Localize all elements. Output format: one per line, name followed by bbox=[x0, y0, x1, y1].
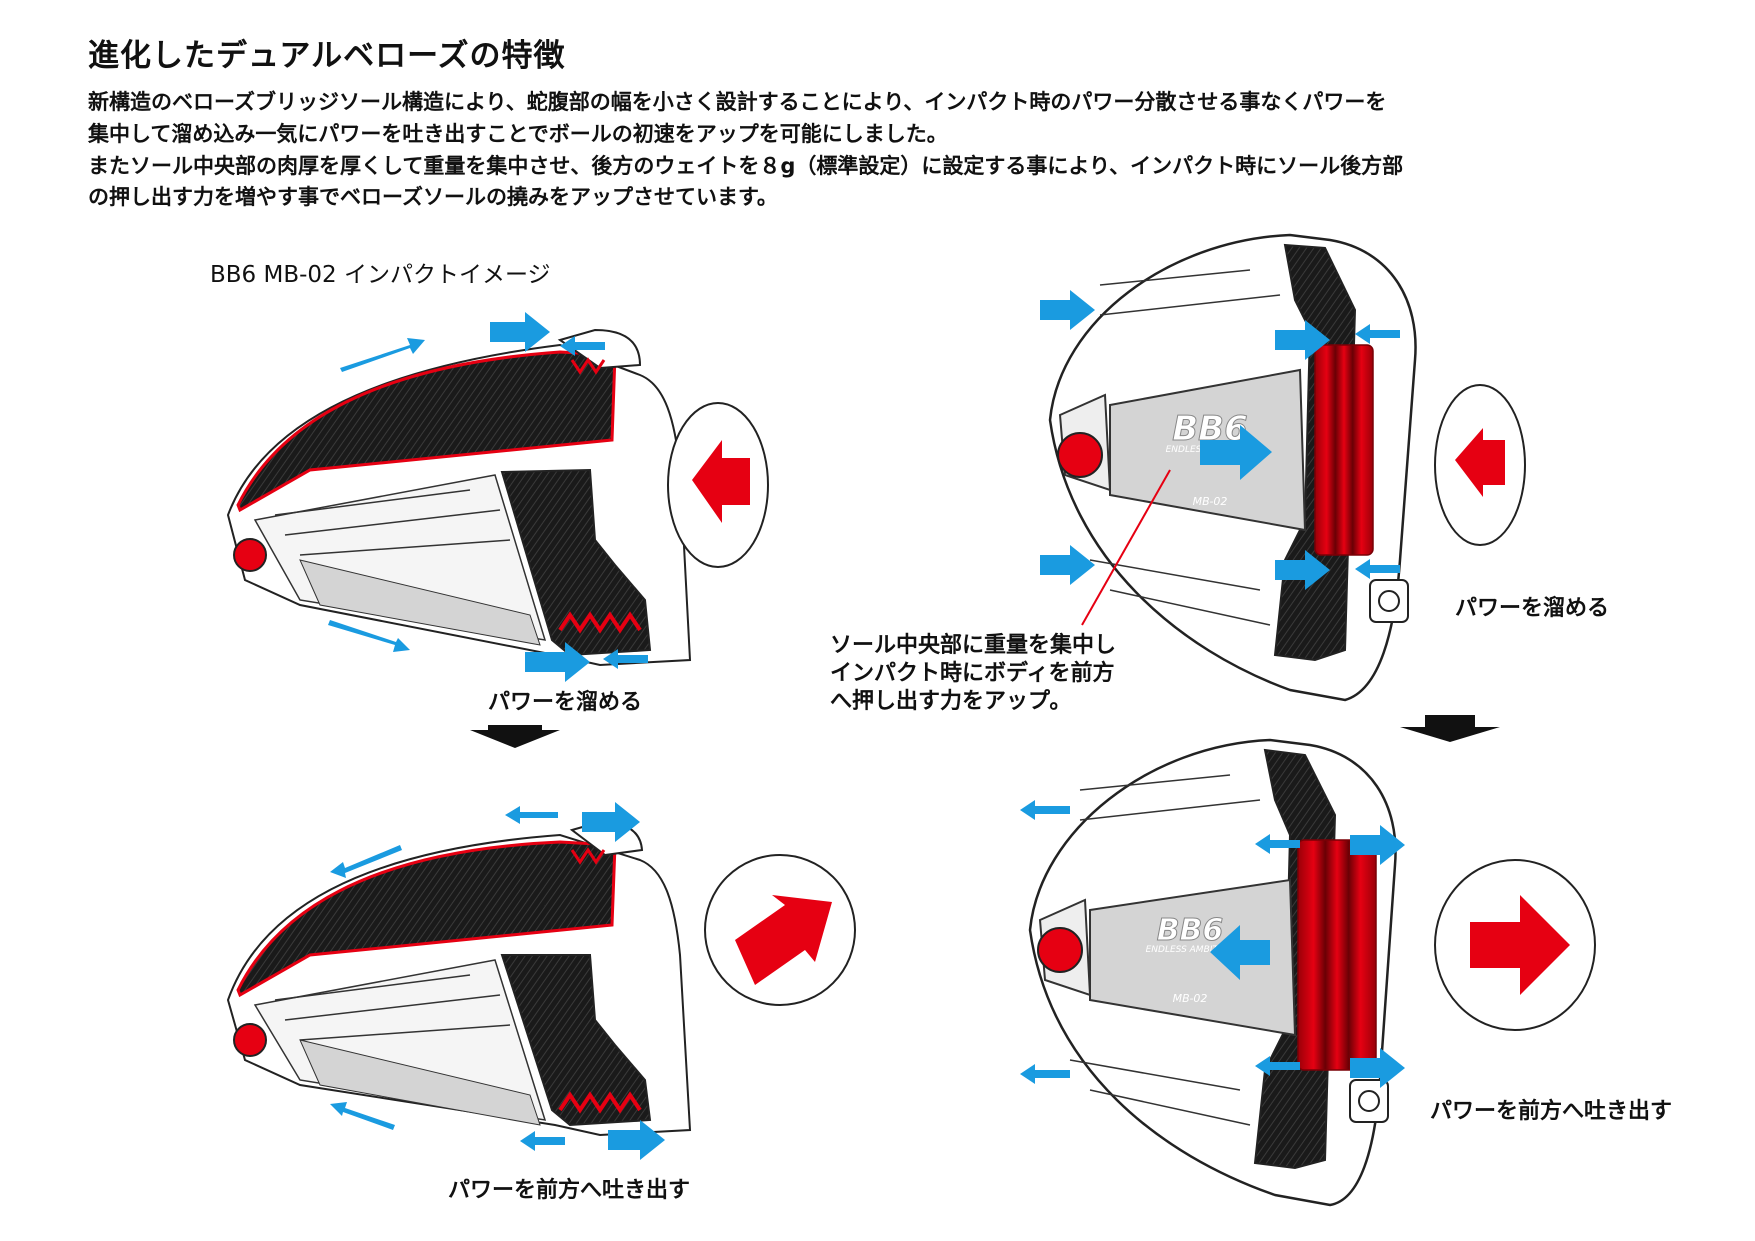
arrow-icon bbox=[1020, 1064, 1070, 1084]
arrow-icon bbox=[1350, 825, 1405, 865]
bellows-red bbox=[1297, 839, 1377, 1071]
arrow-icon bbox=[490, 312, 550, 352]
left-bottom-force-bubble bbox=[704, 854, 856, 1006]
left-top-club-head bbox=[226, 328, 692, 667]
arrow-icon bbox=[1255, 1056, 1300, 1076]
arrow-icon bbox=[582, 802, 640, 842]
arrow-icon bbox=[1200, 425, 1272, 480]
callout-leader-line bbox=[1081, 469, 1171, 626]
arrow-icon bbox=[1020, 800, 1070, 820]
arrow-icon bbox=[1275, 550, 1330, 590]
right-top-caption: パワーを溜める bbox=[1455, 596, 1610, 621]
red-arrow-right-icon bbox=[735, 895, 832, 985]
transition-arrow-stem bbox=[488, 725, 542, 732]
arrow-icon bbox=[505, 806, 558, 824]
callout-line-2: インパクト時にボディを前方 bbox=[830, 661, 1115, 686]
page-title: 進化したデュアルベローズの特徴 bbox=[88, 38, 566, 74]
arrow-icon bbox=[1275, 320, 1330, 360]
arrow-icon bbox=[1210, 925, 1270, 980]
right-top-sole-view: BB6 ENDLESS AMBITION MB-02 bbox=[1048, 233, 1417, 702]
description-line-3: またソール中央部の肉厚を厚くして重量を集中させ、後方のウェイトを８g（標準設定）… bbox=[88, 154, 1404, 178]
transition-arrow-stem bbox=[1425, 715, 1475, 729]
left-bottom-club-head bbox=[226, 820, 692, 1137]
arrow-icon bbox=[1255, 834, 1300, 854]
arrow-icon bbox=[1040, 545, 1095, 585]
description-line-1: 新構造のベローズブリッジソール構造により、蛇腹部の幅を小さく設計することにより、… bbox=[88, 90, 1387, 114]
left-panel-heading: BB6 MB-02 インパクトイメージ bbox=[210, 262, 551, 288]
red-arrow-left-icon bbox=[1455, 428, 1505, 497]
arrow-icon bbox=[328, 620, 410, 652]
arrow-icon bbox=[330, 845, 402, 878]
arrow-icon bbox=[330, 1102, 395, 1130]
callout-line-1: ソール中央部に重量を集中し bbox=[830, 633, 1117, 658]
right-bottom-arrows bbox=[1020, 800, 1405, 1088]
right-bottom-force-bubble bbox=[1434, 859, 1596, 1031]
sole-model: MB-02 bbox=[1173, 992, 1208, 1005]
arrow-icon bbox=[608, 1120, 665, 1160]
bellows-red bbox=[1314, 344, 1374, 556]
right-top-arrows bbox=[1040, 290, 1400, 590]
description-line-2: 集中して溜め込み一気にパワーを吐き出すことでボールの初速をアップを可能にしました… bbox=[88, 122, 948, 146]
arrow-icon bbox=[1355, 559, 1400, 579]
transition-arrow-icon bbox=[1400, 727, 1500, 742]
sole-subtext: ENDLESS AMBITION bbox=[1146, 945, 1235, 955]
left-bottom-caption: パワーを前方へ吐き出す bbox=[448, 1178, 691, 1203]
arrow-icon bbox=[560, 336, 605, 356]
red-arrow-right-icon bbox=[1470, 895, 1570, 995]
left-top-arrows bbox=[328, 312, 648, 682]
sole-model: MB-02 bbox=[1193, 495, 1228, 508]
transition-arrow-icon bbox=[470, 730, 560, 748]
arrow-icon bbox=[603, 649, 648, 669]
sole-logo: BB6 bbox=[1157, 913, 1224, 948]
right-bottom-sole-view: BB6 ENDLESS AMBITION MB-02 bbox=[1028, 738, 1397, 1207]
arrow-icon bbox=[1355, 324, 1400, 344]
right-bottom-caption: パワーを前方へ吐き出す bbox=[1430, 1099, 1673, 1124]
arrow-icon bbox=[525, 642, 590, 682]
left-top-force-bubble bbox=[667, 402, 769, 568]
arrow-icon bbox=[1040, 290, 1095, 330]
left-bottom-arrows bbox=[330, 802, 665, 1160]
callout-text: ソール中央部に重量を集中し インパクト時にボディを前方 へ押し出す力をアップ。 bbox=[830, 632, 1116, 716]
left-top-caption: パワーを溜める bbox=[488, 690, 643, 715]
callout-line-3: へ押し出す力をアップ。 bbox=[830, 689, 1072, 714]
arrow-icon bbox=[1350, 1048, 1405, 1088]
right-top-force-bubble bbox=[1434, 384, 1526, 546]
description-line-4: の押し出す力を増やす事でベローズソールの撓みをアップさせています。 bbox=[88, 185, 778, 209]
red-arrow-left-icon bbox=[692, 440, 750, 523]
arrow-icon bbox=[520, 1131, 565, 1151]
arrow-icon bbox=[340, 338, 425, 372]
